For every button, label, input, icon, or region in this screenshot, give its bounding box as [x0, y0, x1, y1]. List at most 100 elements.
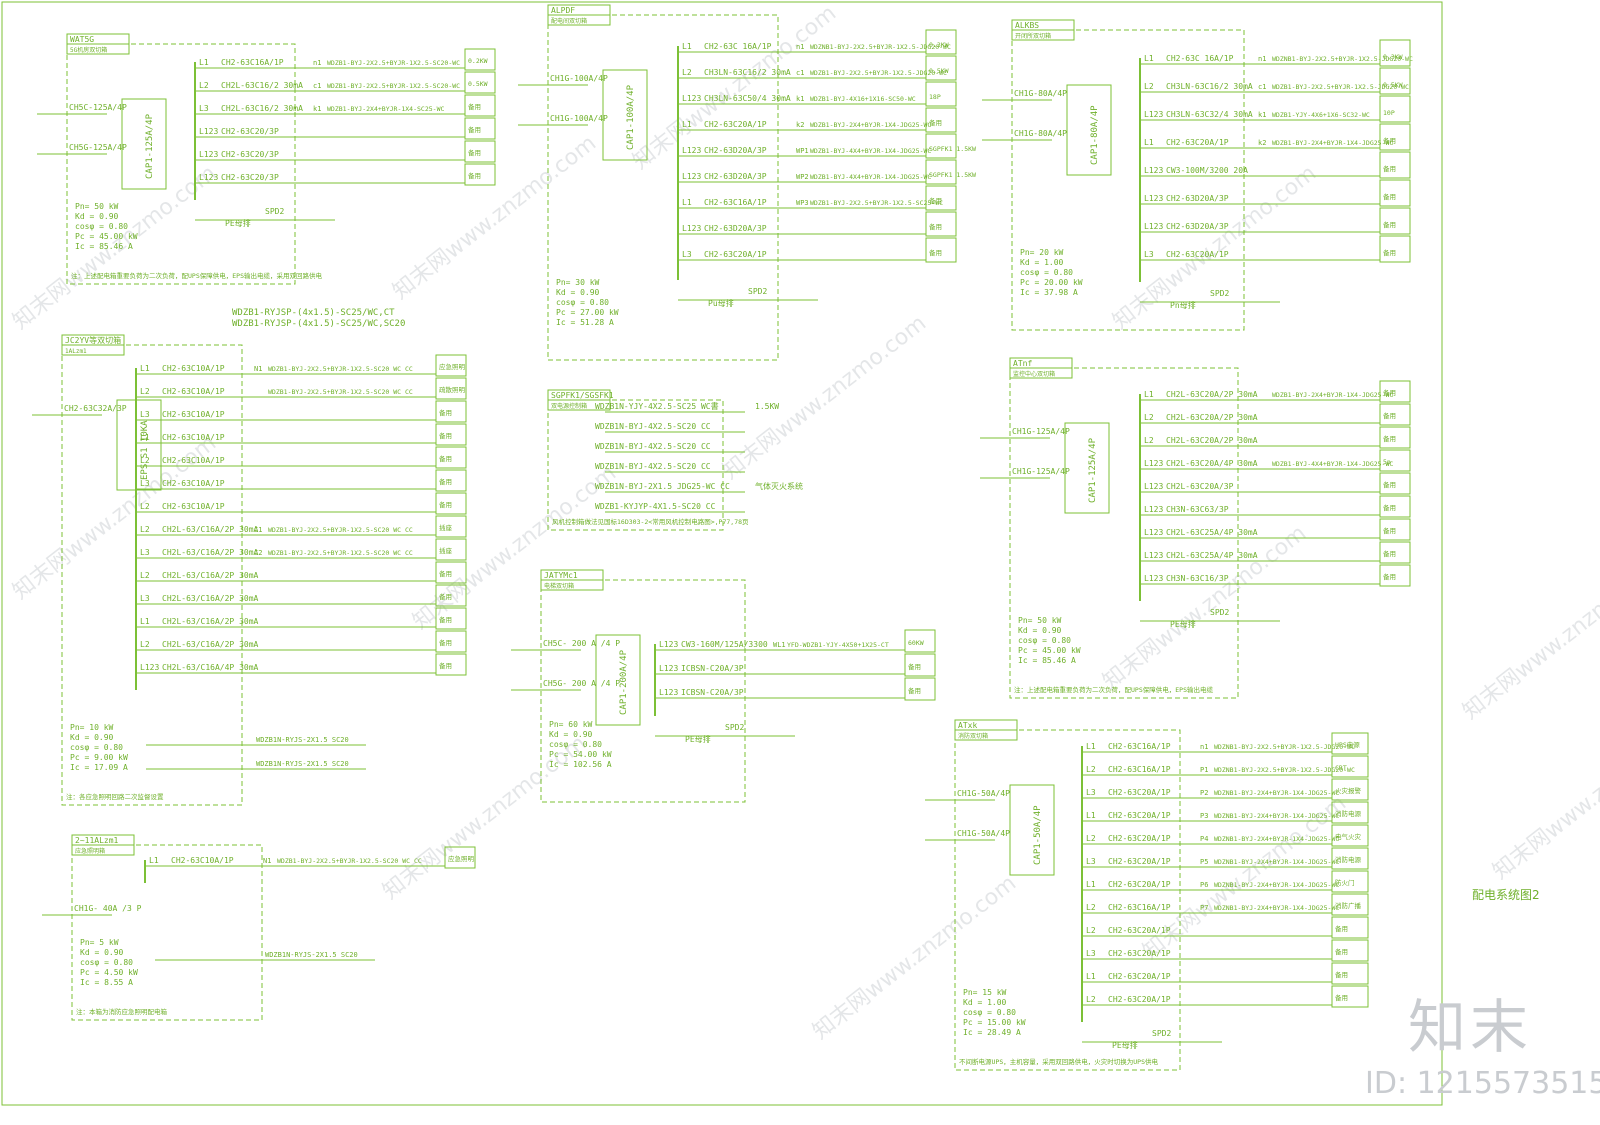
circuit-breaker: CH2-63D20A/3P — [1166, 194, 1229, 203]
circuit-use: 备用 — [1383, 248, 1396, 257]
panel-tag: JATYMc1 — [544, 571, 578, 580]
circuit-breaker: CH2-63C 16A/1P — [704, 42, 772, 51]
control-row-cable: WDZB1-KYJYP-4X1.5-SC20 CC — [595, 502, 716, 511]
circuit-cable: WDZB1-BYJ-2X2.5+BYJR-1X2.5-SC20 WC CC — [268, 549, 413, 557]
circuit-use: 备用 — [439, 638, 452, 647]
load-calc-line: cosφ = 0.80 — [556, 298, 609, 307]
ats-model: CAP1-100A/4P — [626, 84, 636, 150]
incomer-breaker: CH1G-80A/4P — [1014, 129, 1067, 138]
load-calc-line: Pc = 54.00 kW — [549, 750, 612, 759]
circuit-id: k2 — [796, 121, 804, 129]
circuit-breaker: CH2-63C10A/1P — [162, 364, 225, 373]
load-calc-line: cosφ = 0.80 — [1018, 636, 1071, 645]
control-row-cable: WDZB1N-BYJ-2X1.5 JDG25-WC CC — [595, 482, 730, 491]
load-calc-line: cosφ = 0.80 — [75, 222, 128, 231]
circuit-breaker: ICBSN-C20A/3P — [681, 688, 744, 697]
circuit-use-box — [435, 423, 467, 446]
circuit-use: 0.5KW — [1383, 81, 1403, 89]
watermark-text: 知末网www.znzmo.com — [1098, 521, 1311, 695]
circuit-use: UPS电源 — [1335, 740, 1360, 749]
ats-switch-box — [595, 634, 641, 726]
panel-tag: ATnf — [1013, 359, 1032, 368]
circuit-use: 备用 — [1383, 572, 1396, 581]
circuit-use: 备用 — [929, 248, 942, 257]
panel-enclosure — [547, 399, 724, 531]
load-calc-line: Pc = 45.00 kW — [75, 232, 138, 241]
incomer-breaker: CH1G-80A/4P — [1014, 89, 1067, 98]
circuit-breaker: CH2-63C20A/1P — [1108, 949, 1171, 958]
spd-label: SPD2 — [725, 723, 744, 732]
circuit-use: 备用 — [929, 196, 942, 205]
circuit-use: 10P — [1383, 109, 1395, 117]
load-calc-line: Kd = 1.00 — [1020, 258, 1064, 267]
watermark-text: 知末网www.znzmo.com — [1488, 711, 1600, 885]
load-calc-line: Kd = 0.90 — [75, 212, 119, 221]
circuit-use: 插座 — [439, 523, 453, 532]
panel-enclosure — [1009, 367, 1239, 699]
circuit-cable: WDZNB1-BYJ-2X2.5+BYJR-1X2.5-JDG20-WC — [1272, 55, 1413, 63]
circuit-use-box — [1379, 403, 1411, 426]
circuit-id: P7 — [1200, 904, 1208, 912]
circuit-phase: L123 — [199, 173, 218, 182]
circuit-phase: L123 — [659, 664, 678, 673]
circuit-use: 备用 — [929, 222, 942, 231]
circuit-cable: WDZB1-YJY-4X6+1X6-SC32-WC — [1272, 111, 1370, 119]
circuit-use-box — [1331, 870, 1369, 893]
circuit-use-box — [435, 653, 467, 676]
circuit-use: 备用 — [439, 661, 452, 670]
circuit-cable: WDZB1-BYJ-2X4+BYJR-1X4-JDG25-WC — [810, 121, 931, 129]
circuit-breaker: CH2-63D20A/3P — [704, 224, 767, 233]
circuit-phase: L123 — [1144, 482, 1163, 491]
circuit-id: WP1 — [796, 147, 809, 155]
pe-bus-label: PE母排 — [1112, 1040, 1138, 1050]
circuit-use: 备用 — [439, 615, 452, 624]
incomer-breaker: CH1G-50A/4P — [957, 829, 1010, 838]
circuit-use-box — [464, 71, 496, 94]
load-calc-line: Ic = 85.46 A — [1018, 656, 1076, 665]
circuit-breaker: CH2L-63C20A/2P 30mA — [1166, 390, 1258, 399]
circuit-use: 备用 — [1383, 503, 1396, 512]
circuit-breaker: CH2-63C10A/1P — [162, 479, 225, 488]
circuit-use: 备用 — [439, 454, 452, 463]
circuit-breaker: CH2L-63/C16A/2P 30mA — [162, 571, 259, 580]
pe-bus-label: Pn母排 — [1170, 300, 1196, 310]
panel-subtitle: 开闭所双切箱 — [1015, 32, 1051, 40]
panel-note: 注：各应急照明回路二次监督设置 — [66, 792, 164, 801]
circuit-use-box — [1331, 985, 1369, 1008]
incomer-breaker: CH1G-100A/4P — [550, 74, 608, 83]
circuit-breaker: CH2L-63/C16A/2P 30mA — [162, 640, 259, 649]
circuit-breaker: CH2L-63/C16A/2P 30mA — [162, 594, 259, 603]
circuit-use-box — [435, 469, 467, 492]
circuit-phase: L1 — [1086, 880, 1096, 889]
fire-link-cable: WDZB1N-RYJS-2X1.5 SC20 — [265, 951, 358, 959]
circuit-use: 备用 — [908, 686, 921, 695]
circuit-use-box — [1331, 939, 1369, 962]
circuit-id: N1 — [263, 857, 271, 865]
panel-subtitle: 监控中心双切箱 — [1013, 370, 1055, 378]
circuit-breaker: CH2-63C20A/1P — [1108, 880, 1171, 889]
load-calc-line: Pc = 27.00 kW — [556, 308, 619, 317]
circuit-cable: WDZNB1-BYJ-2X4+BYJR-1X4-JDG25-WC — [1214, 789, 1339, 797]
ats-switch-box — [1064, 422, 1110, 514]
incomer-breaker: CH1G-100A/4P — [550, 114, 608, 123]
circuit-breaker: CH2-63C20A/1P — [704, 120, 767, 129]
circuit-use-box — [1379, 518, 1411, 541]
circuit-use-box — [435, 400, 467, 423]
